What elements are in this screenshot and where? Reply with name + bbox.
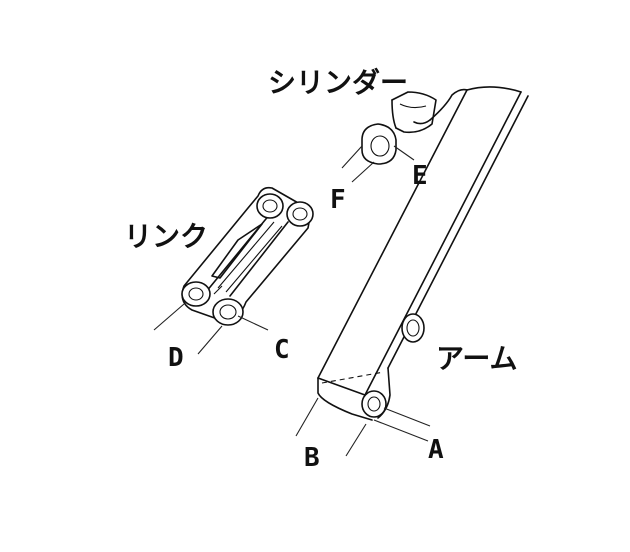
label-e: E (412, 161, 428, 191)
link-part (181, 186, 314, 326)
cylinder-label: シリンダー (268, 66, 408, 99)
label-b: B (304, 443, 320, 473)
arm-label: アーム (436, 342, 517, 375)
cylinder-part (361, 91, 437, 165)
arm-part (317, 86, 529, 421)
label-f: F (330, 185, 346, 215)
label-a: A (428, 435, 444, 465)
link-label: リンク (124, 220, 208, 253)
label-c: C (274, 335, 290, 365)
label-d: D (168, 343, 184, 373)
leader-lines (153, 145, 431, 457)
